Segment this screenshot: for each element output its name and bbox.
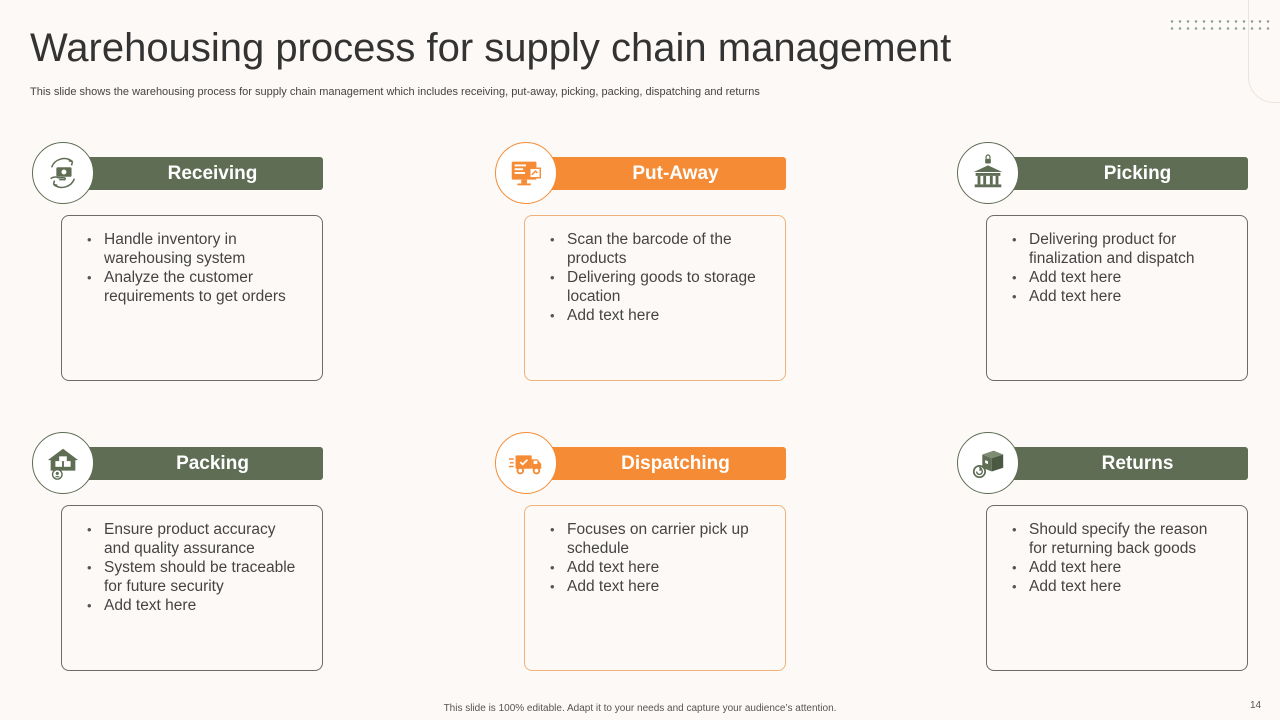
page-number: 14 xyxy=(1250,700,1262,711)
list-item: Delivering product for finalization and … xyxy=(1012,230,1229,268)
step-card-dispatching: Dispatching Focuses on carrier pick up s… xyxy=(495,432,790,672)
list-item: Add text here xyxy=(1012,558,1229,577)
slide-title: Warehousing process for supply chain man… xyxy=(30,26,952,70)
list-item: Ensure product accuracy and quality assu… xyxy=(87,520,304,558)
step-header: Dispatching xyxy=(543,447,786,480)
delivery-truck-icon xyxy=(495,432,557,494)
dot-grid-decoration xyxy=(1168,18,1272,32)
list-item: Add text here xyxy=(1012,287,1229,306)
step-header: Picking xyxy=(1005,157,1248,190)
slide-subtitle: This slide shows the warehousing process… xyxy=(30,86,760,98)
list-item: Add text here xyxy=(1012,577,1229,596)
list-item: Analyze the customer requirements to get… xyxy=(87,268,304,306)
step-header: Receiving xyxy=(80,157,323,190)
step-description-box: Handle inventory in warehousing system A… xyxy=(61,215,323,381)
step-description-box: Delivering product for finalization and … xyxy=(986,215,1248,381)
step-card-receiving: Receiving Handle inventory in warehousin… xyxy=(32,142,327,382)
step-description-box: Focuses on carrier pick up schedule Add … xyxy=(524,505,786,671)
list-item: Scan the barcode of the products xyxy=(550,230,767,268)
list-item: Add text here xyxy=(550,306,767,325)
list-item: System should be traceable for future se… xyxy=(87,558,304,596)
list-item: Should specify the reason for returning … xyxy=(1012,520,1229,558)
monitor-box-icon xyxy=(495,142,557,204)
step-header: Packing xyxy=(80,447,323,480)
hand-money-cycle-icon xyxy=(32,142,94,204)
step-card-picking: Picking Delivering product for finalizat… xyxy=(957,142,1252,382)
step-description-box: Should specify the reason for returning … xyxy=(986,505,1248,671)
step-header: Returns xyxy=(1005,447,1248,480)
step-header: Put-Away xyxy=(543,157,786,190)
step-card-packing: Packing Ensure product accuracy and qual… xyxy=(32,432,327,672)
house-boxes-icon xyxy=(32,432,94,494)
list-item: Focuses on carrier pick up schedule xyxy=(550,520,767,558)
list-item: Add text here xyxy=(550,558,767,577)
list-item: Add text here xyxy=(1012,268,1229,287)
list-item: Handle inventory in warehousing system xyxy=(87,230,304,268)
step-description-box: Scan the barcode of the products Deliver… xyxy=(524,215,786,381)
corner-decoration xyxy=(1248,0,1280,103)
box-return-icon xyxy=(957,432,1019,494)
list-item: Add text here xyxy=(550,577,767,596)
step-card-put-away: Put-Away Scan the barcode of the product… xyxy=(495,142,790,382)
step-card-returns: Returns Should specify the reason for re… xyxy=(957,432,1252,672)
list-item: Add text here xyxy=(87,596,304,615)
warehouse-lock-icon xyxy=(957,142,1019,204)
list-item: Delivering goods to storage location xyxy=(550,268,767,306)
slide-footer: This slide is 100% editable. Adapt it to… xyxy=(443,703,837,714)
step-description-box: Ensure product accuracy and quality assu… xyxy=(61,505,323,671)
